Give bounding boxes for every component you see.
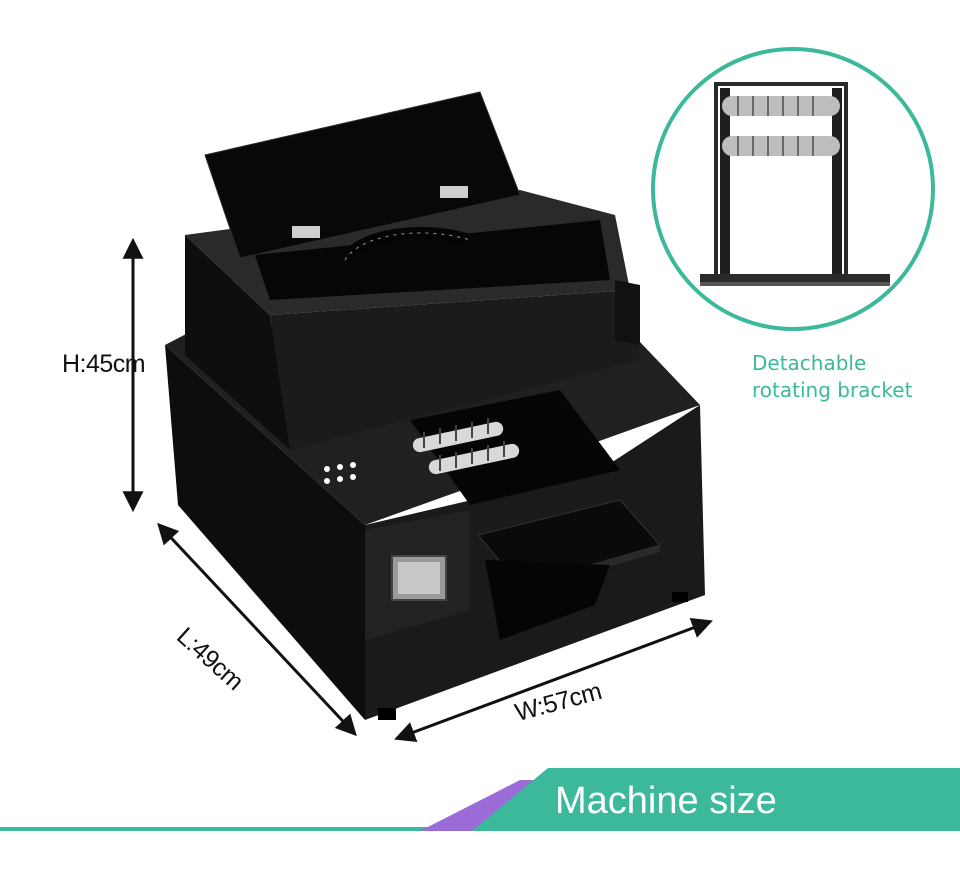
printer-lid xyxy=(204,91,521,259)
banner-title: Machine size xyxy=(555,780,777,822)
rotating-bracket-icon xyxy=(700,82,890,286)
hinge-right-icon xyxy=(440,186,468,198)
width-arrow xyxy=(394,618,713,742)
roller-assembly xyxy=(412,418,520,475)
height-label: H:45cm xyxy=(62,350,146,378)
bracket-caption: Detachable rotating bracket xyxy=(752,350,912,404)
control-buttons xyxy=(324,462,356,484)
printer-top-housing xyxy=(185,190,640,450)
bracket-caption-line1: Detachable xyxy=(752,351,867,375)
bracket-callout xyxy=(651,47,935,331)
bracket-caption-line2: rotating bracket xyxy=(752,378,913,402)
length-arrow xyxy=(157,522,357,737)
hinge-left-icon xyxy=(292,226,320,238)
